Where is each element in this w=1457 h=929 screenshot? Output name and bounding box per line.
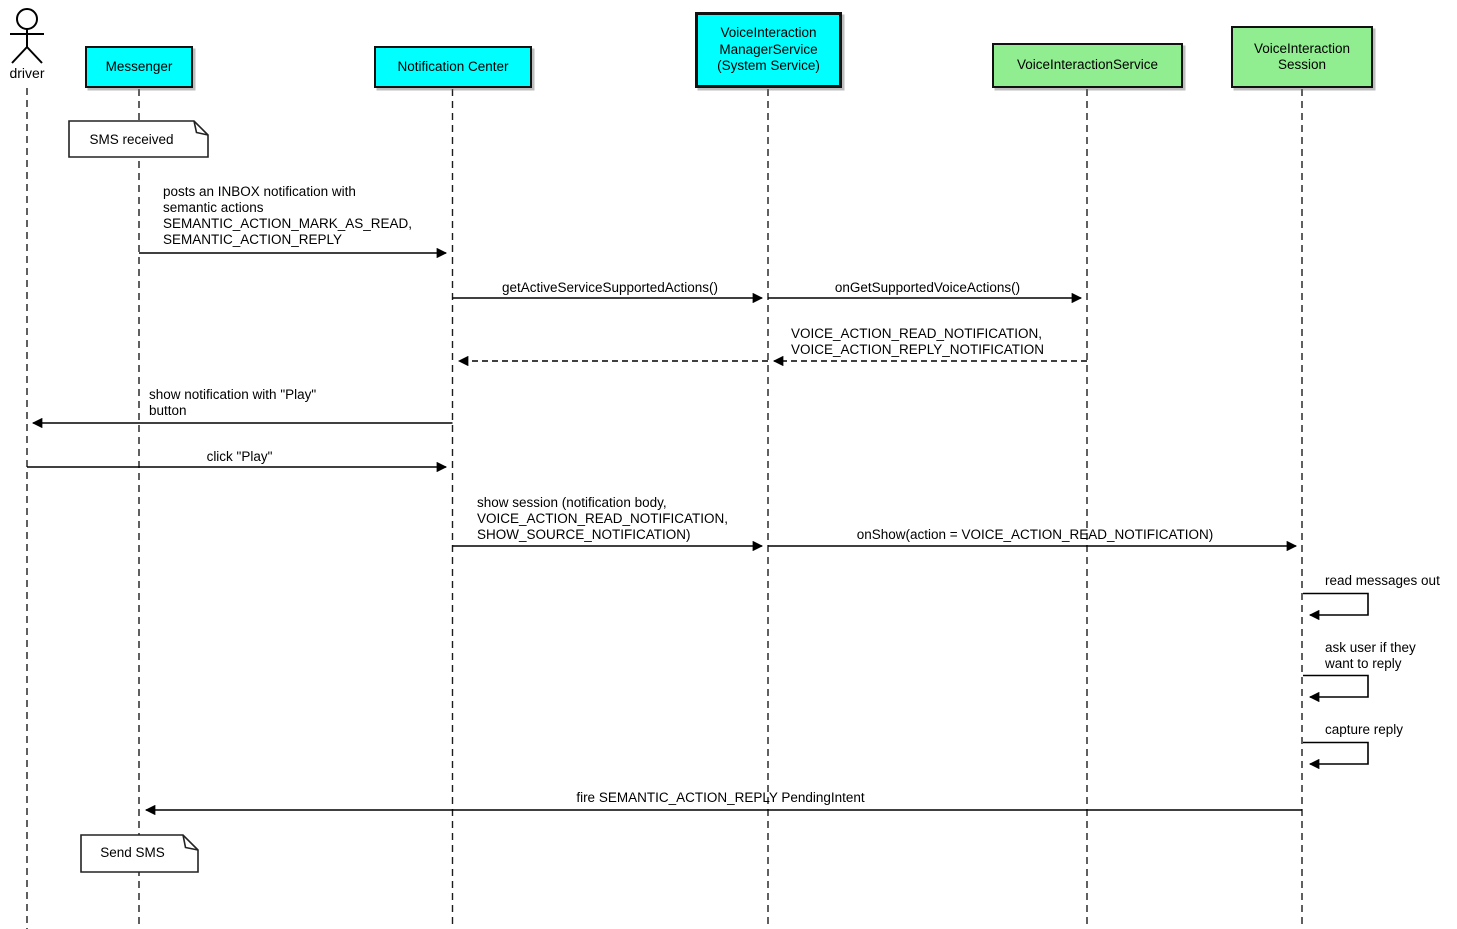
actor-leg-left [11, 46, 28, 64]
message-label-show-notification: show notification with "Play" button [149, 387, 317, 418]
selfcall-ask-user-reply [1303, 674, 1369, 703]
message-label-capture-reply: capture reply [1325, 722, 1404, 737]
selfcall-read-messages-out [1303, 592, 1369, 621]
message-label-on-show: onShow(action = VOICE_ACTION_READ_NOTIFI… [856, 527, 1214, 542]
message-label-posts-inbox-notification: posts an INBOX notification with semanti… [163, 184, 413, 247]
note-send-sms-fold-icon [182, 834, 199, 851]
participant-messenger: Messenger [85, 46, 193, 88]
message-label-ask-user-reply: ask user if they want to reply [1325, 640, 1416, 671]
message-label-return-supported-actions: VOICE_ACTION_READ_NOTIFICATION, VOICE_AC… [791, 326, 1045, 357]
message-label-on-get-supported-voice-actions: onGetSupportedVoiceActions() [834, 280, 1021, 295]
message-label-click-play: click "Play" [206, 449, 273, 464]
message-label-get-active-service-supported-actions: getActiveServiceSupportedActions() [501, 280, 719, 295]
participant-notification-center: Notification Center [374, 46, 532, 88]
note-send-sms-shape [80, 834, 199, 873]
actor-driver-figure [10, 8, 44, 64]
note-sms-received-fold-icon [193, 120, 209, 136]
participant-voice-interaction-session: VoiceInteraction Session [1231, 26, 1373, 88]
actor-driver-label: driver [9, 65, 45, 81]
selfcall-capture-reply [1303, 741, 1369, 770]
message-label-fire-pending-intent: fire SEMANTIC_ACTION_REPLY PendingIntent [576, 790, 865, 805]
message-label-show-session: show session (notification body, VOICE_A… [477, 495, 729, 542]
participant-manager-service: VoiceInteraction ManagerService (System … [695, 12, 842, 88]
note-sms-received-shape [68, 120, 209, 158]
note-sms-received-text: SMS received [89, 132, 174, 147]
note-send-sms-text: Send SMS [100, 845, 165, 860]
participant-voice-interaction-service: VoiceInteractionService [992, 43, 1183, 88]
actor-leg-right [26, 46, 43, 64]
message-label-read-messages-out: read messages out [1325, 573, 1440, 588]
actor-head [16, 8, 38, 30]
